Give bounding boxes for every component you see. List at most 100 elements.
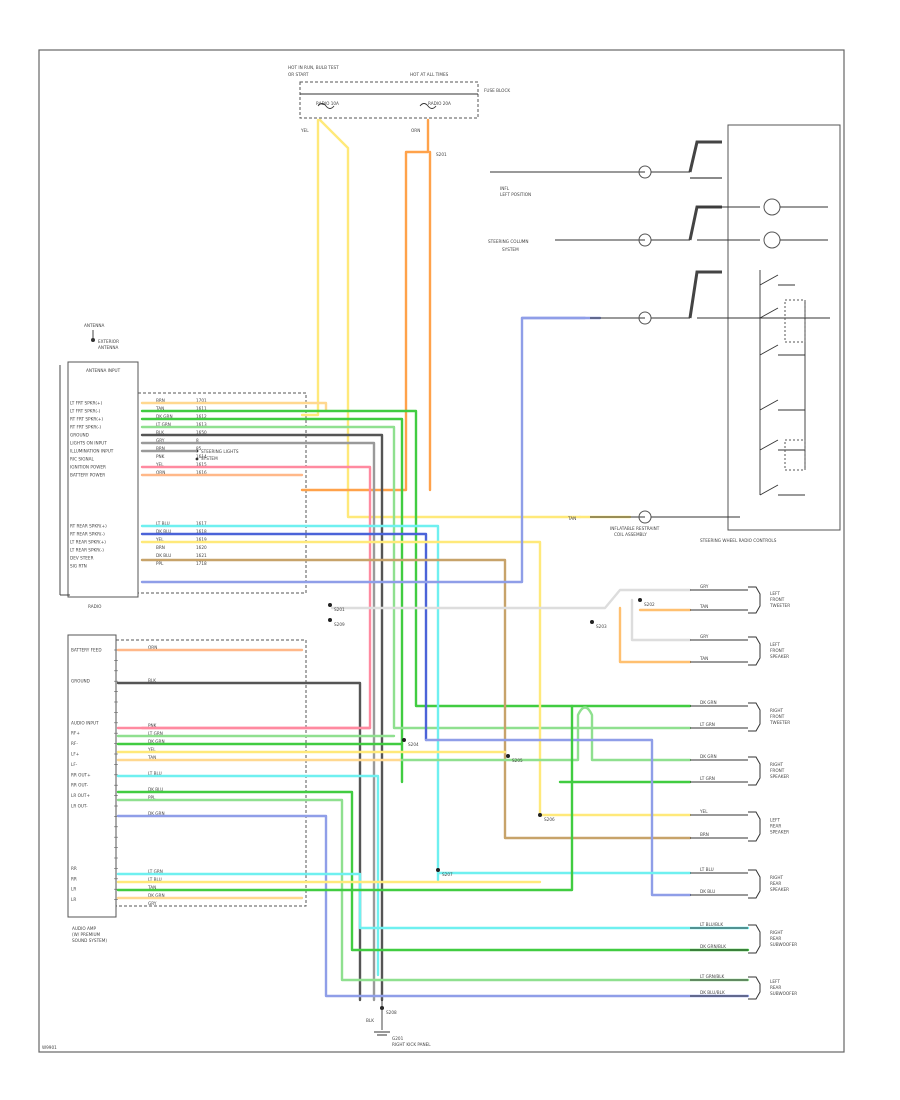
wire-label-tan-coil: TAN — [567, 516, 576, 521]
coil-assembly-label: INFLATABLE RESTRAINT — [610, 526, 660, 531]
switch-5 — [759, 439, 805, 451]
radio-pin-label: RT FRT SPKR(+) — [70, 417, 103, 422]
amplifier-title-2: (W/ PREMIUM — [72, 932, 101, 937]
amp-wire-code: PNK — [148, 723, 157, 728]
speaker-wire-code-1: LT BLU — [700, 867, 714, 872]
speaker-wire-code-2: DK GRN/BLK — [700, 944, 726, 949]
amp-wire-code: ORN — [148, 645, 157, 650]
steering-lights-note: STEERING LIGHTS — [201, 449, 239, 454]
steering-controls-box — [727, 124, 841, 531]
amp-pin-label: LR OUT- — [71, 804, 88, 809]
radio-pin-label: IGNITION POWER — [70, 465, 106, 470]
radio-circuit-num: 1620 — [196, 545, 207, 550]
radio-circuit-num: 1612 — [196, 414, 207, 419]
fuse-block-title-2: OR START — [288, 72, 309, 77]
speaker-wire-code-2: TAN — [699, 604, 708, 609]
switch-3 — [759, 344, 805, 356]
radio-pin-label: LT REAR SPKR(-) — [70, 548, 104, 553]
amp-wire-code: LT BLU — [148, 771, 162, 776]
speaker-name-3: SUBWOOFER — [770, 991, 797, 996]
speaker-name-2: FRONT — [770, 597, 785, 602]
amp-pin-label: AUDIO INPUT — [71, 720, 99, 725]
wire-label-yel-top: YEL — [300, 128, 309, 133]
speaker-wire-code-1: DK GRN — [700, 700, 717, 705]
radio-pin-label: LT FRT SPKR(+) — [70, 401, 103, 406]
radio-pin-label: BATTERY POWER — [70, 473, 105, 478]
speaker-name-2: REAR — [770, 881, 781, 886]
wire-blue-rr-spk — [424, 738, 692, 897]
speaker-icon — [748, 924, 761, 954]
wire-brown-lr — [140, 558, 692, 840]
radio-wire-code: DK GRN — [156, 414, 173, 419]
speaker-icon — [748, 586, 761, 614]
control-lamp-1 — [763, 198, 781, 216]
wire-harness — [116, 118, 750, 1002]
amp-wire-code: PPL — [148, 795, 156, 800]
radio-wire-code: BRN — [156, 446, 165, 451]
switch-6 — [759, 484, 805, 496]
steer-lead-3 — [688, 270, 722, 319]
amp-wire-code: GRY — [148, 901, 157, 906]
splice-label: S206 — [544, 817, 555, 822]
switch-1 — [759, 274, 795, 286]
wire-yellow-feed-2 — [318, 118, 582, 519]
fuse-right-label: RADIO 20A — [428, 101, 451, 106]
amp-wire-code: DK GRN — [148, 893, 165, 898]
radio-pin-label: RIC SIGNAL — [70, 457, 95, 462]
amp-pin-label: LR OUT+ — [71, 793, 90, 798]
wire-orange-batt-feed — [300, 118, 430, 492]
amp-pin-label: LF+ — [71, 752, 80, 757]
steering-lights-note-2: SYSTEM — [201, 456, 218, 461]
splice-label: S205 — [512, 758, 523, 763]
wire-black-gnd — [140, 433, 384, 1002]
speaker-name-3: SPEAKER — [770, 774, 789, 779]
radio-pin-label: DEV STEER — [70, 556, 94, 561]
fuse-left-label: RADIO 10A — [316, 101, 339, 106]
amp-wire-code: TAN — [147, 885, 156, 890]
radio-circuit-num: 8 — [196, 438, 199, 443]
radio-wire-code: BRN — [156, 398, 165, 403]
radio-wire-code: YEL — [155, 462, 164, 467]
amplifier-title: AUDIO AMP — [72, 926, 96, 931]
speaker-name-2: REAR — [770, 985, 781, 990]
speaker-name: LEFT — [770, 642, 780, 647]
splice-label: S208 — [386, 1010, 397, 1015]
fuse-block-box — [299, 81, 479, 119]
radio-circuit-num: 1618 — [196, 529, 207, 534]
antenna-sub-1: EXTERIOR — [98, 339, 119, 344]
steer-lead-2 — [688, 205, 722, 241]
steering-controls-label: STEERING WHEEL RADIO CONTROLS — [700, 538, 777, 543]
fuse-block: HOT IN RUN, BULB TEST OR START HOT AT AL… — [288, 65, 510, 157]
radio-wire-code: ORN — [156, 470, 165, 475]
radio-pin-label: GROUND — [70, 433, 89, 438]
amplifier-title-3: SOUND SYSTEM) — [72, 938, 107, 943]
speaker-wire-code-1: GRY — [700, 634, 709, 639]
radio-wire-code: YEL — [155, 537, 164, 542]
amplifier-connector-box — [115, 639, 307, 907]
radio-wire-code: DK BLU — [156, 529, 171, 534]
speaker-wire-code-1: LT GRN/BLK — [700, 974, 725, 979]
amp-wire-code: DK GRN — [148, 811, 165, 816]
amp-pin-label: RR OUT+ — [71, 772, 91, 777]
ground-label-2: RIGHT KICK PANEL — [392, 1042, 431, 1047]
speaker-name: LEFT — [770, 591, 780, 596]
steer-lead-1 — [688, 140, 722, 173]
splice-dot — [328, 603, 332, 607]
ground-label: G201 — [392, 1036, 404, 1041]
switch-4 — [759, 399, 805, 411]
wire-amp-green-sub — [116, 704, 574, 892]
radio-wire-code: TAN — [155, 406, 164, 411]
speaker-group: GRYTANLEFTFRONTTWEETERGRYTANLEFTFRONTSPE… — [690, 584, 797, 1000]
figure-code: W9901 — [42, 1045, 57, 1050]
splice-label: S203 — [596, 624, 607, 629]
radio-wire-code: DK BLU — [156, 553, 171, 558]
radio-pin-label: SIG RTN — [70, 564, 87, 569]
